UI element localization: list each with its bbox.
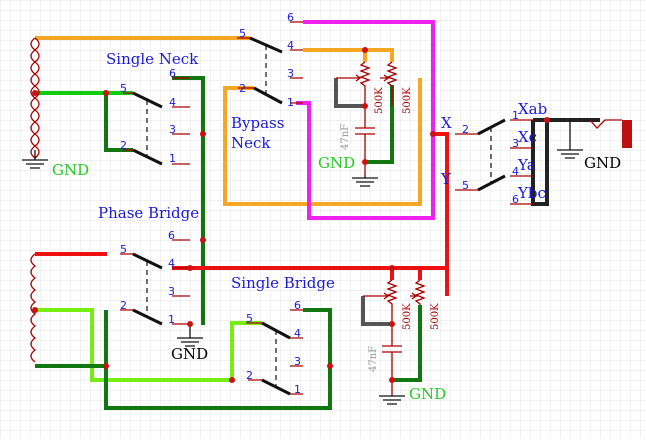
label-xab: Xab [518,100,547,118]
gnd-label-phase: GND [171,345,208,363]
pin-sel-4: 4 [512,165,519,178]
pin-sel-6: 6 [512,193,519,206]
gnd-label-output: GND [584,154,621,172]
pot-value-3: 500K [402,303,413,330]
pin-bp-1: 1 [287,96,294,109]
pin-sb-4: 4 [294,327,301,340]
pin-sn-4: 4 [169,96,176,109]
schematic-lines [30,21,622,395]
pin-pb-1: 1 [168,313,175,326]
pin-sb-5: 5 [246,312,253,325]
pin-pb-2: 2 [120,299,127,312]
gnd-label-bridge: GND [409,385,446,403]
pin-bp-3: 3 [287,67,294,80]
pin-bp-5: 5 [239,27,246,40]
label-single-neck: Single Neck [106,50,199,68]
pin-sn-3: 3 [169,123,176,136]
pin-sb-2: 2 [246,369,253,382]
pot-value-2: 500K [402,87,413,114]
label-bypass-neck-line1: Bypass [231,114,284,132]
pin-numbers: 5 6 4 3 2 1 5 6 4 3 2 1 5 6 4 3 2 1 5 6 … [120,11,519,396]
cap-value-1: 47nF [340,124,351,150]
pin-pb-3: 3 [168,285,175,298]
pin-bp-6: 6 [287,11,294,24]
gnd-label-neck: GND [52,161,89,179]
output-jack [622,120,632,148]
pin-pb-6: 6 [168,229,175,242]
switch-linkages [146,45,492,387]
label-y: Y [440,170,452,188]
pin-pb-4: 4 [168,257,175,270]
gnd-label-bypass: GND [318,154,355,172]
label-xc: Xc [518,128,537,146]
ground-symbols [22,120,583,405]
pin-bp-4: 4 [287,39,294,52]
pin-sel-3: 3 [512,137,519,150]
label-ybc: Ybc [517,184,546,202]
pot-value-4: 500K [430,303,441,330]
pin-sel-5: 5 [462,179,469,192]
pin-sel-1: 1 [512,109,519,122]
pin-sb-6: 6 [294,299,301,312]
pin-bp-2: 2 [239,82,246,95]
label-phase-bridge: Phase Bridge [98,204,199,222]
pin-sn-2: 2 [120,139,127,152]
label-ya: Ya [517,156,536,174]
pin-pb-5: 5 [120,243,127,256]
cap-value-2: 47nF [368,346,379,372]
pin-sn-5: 5 [120,82,127,95]
pin-sn-6: 6 [169,67,176,80]
pin-sel-2: 2 [462,123,469,136]
junction-dots [32,47,550,383]
label-x: X [441,114,452,132]
label-single-bridge: Single Bridge [231,274,335,292]
pin-sn-1: 1 [169,152,176,165]
pot-value-1: 500K [374,87,385,114]
pin-sb-3: 3 [294,355,301,368]
pin-sb-1: 1 [294,383,301,396]
label-bypass-neck-line2: Neck [231,134,271,152]
